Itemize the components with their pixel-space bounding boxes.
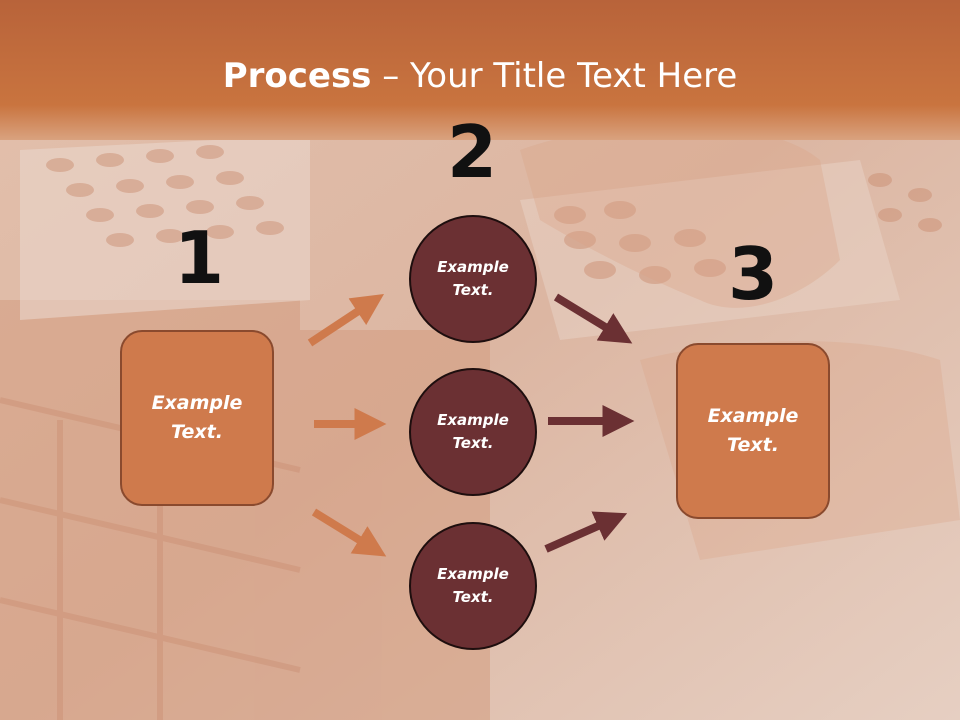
- step-number-1: 1: [173, 216, 225, 300]
- circle-top-label: Example Text.: [437, 258, 509, 299]
- arrow-down-right-light: [311, 508, 387, 557]
- circle-bottom-label: Example Text.: [437, 565, 509, 606]
- arrow-up-right-light: [307, 294, 385, 347]
- circle-bottom: Example Text.: [409, 522, 537, 650]
- circle-top: Example Text.: [409, 215, 537, 343]
- circle-middle: Example Text.: [409, 368, 537, 496]
- step-box-3-label: Example Text.: [707, 405, 799, 456]
- circle-middle-label: Example Text.: [437, 411, 509, 452]
- title-rest: – Your Title Text Here: [371, 56, 738, 96]
- step-box-1-label: Example Text.: [151, 392, 243, 443]
- arrow-up-right-dark: [544, 511, 628, 553]
- page-title: Process – Your Title Text Here: [0, 52, 960, 100]
- arrow-down-right-dark: [553, 293, 633, 344]
- step-box-3: Example Text.: [676, 343, 830, 519]
- title-bold: Process: [222, 56, 372, 96]
- step-box-1: Example Text.: [120, 330, 274, 506]
- step-number-3: 3: [727, 232, 779, 316]
- step-number-2: 2: [446, 110, 498, 194]
